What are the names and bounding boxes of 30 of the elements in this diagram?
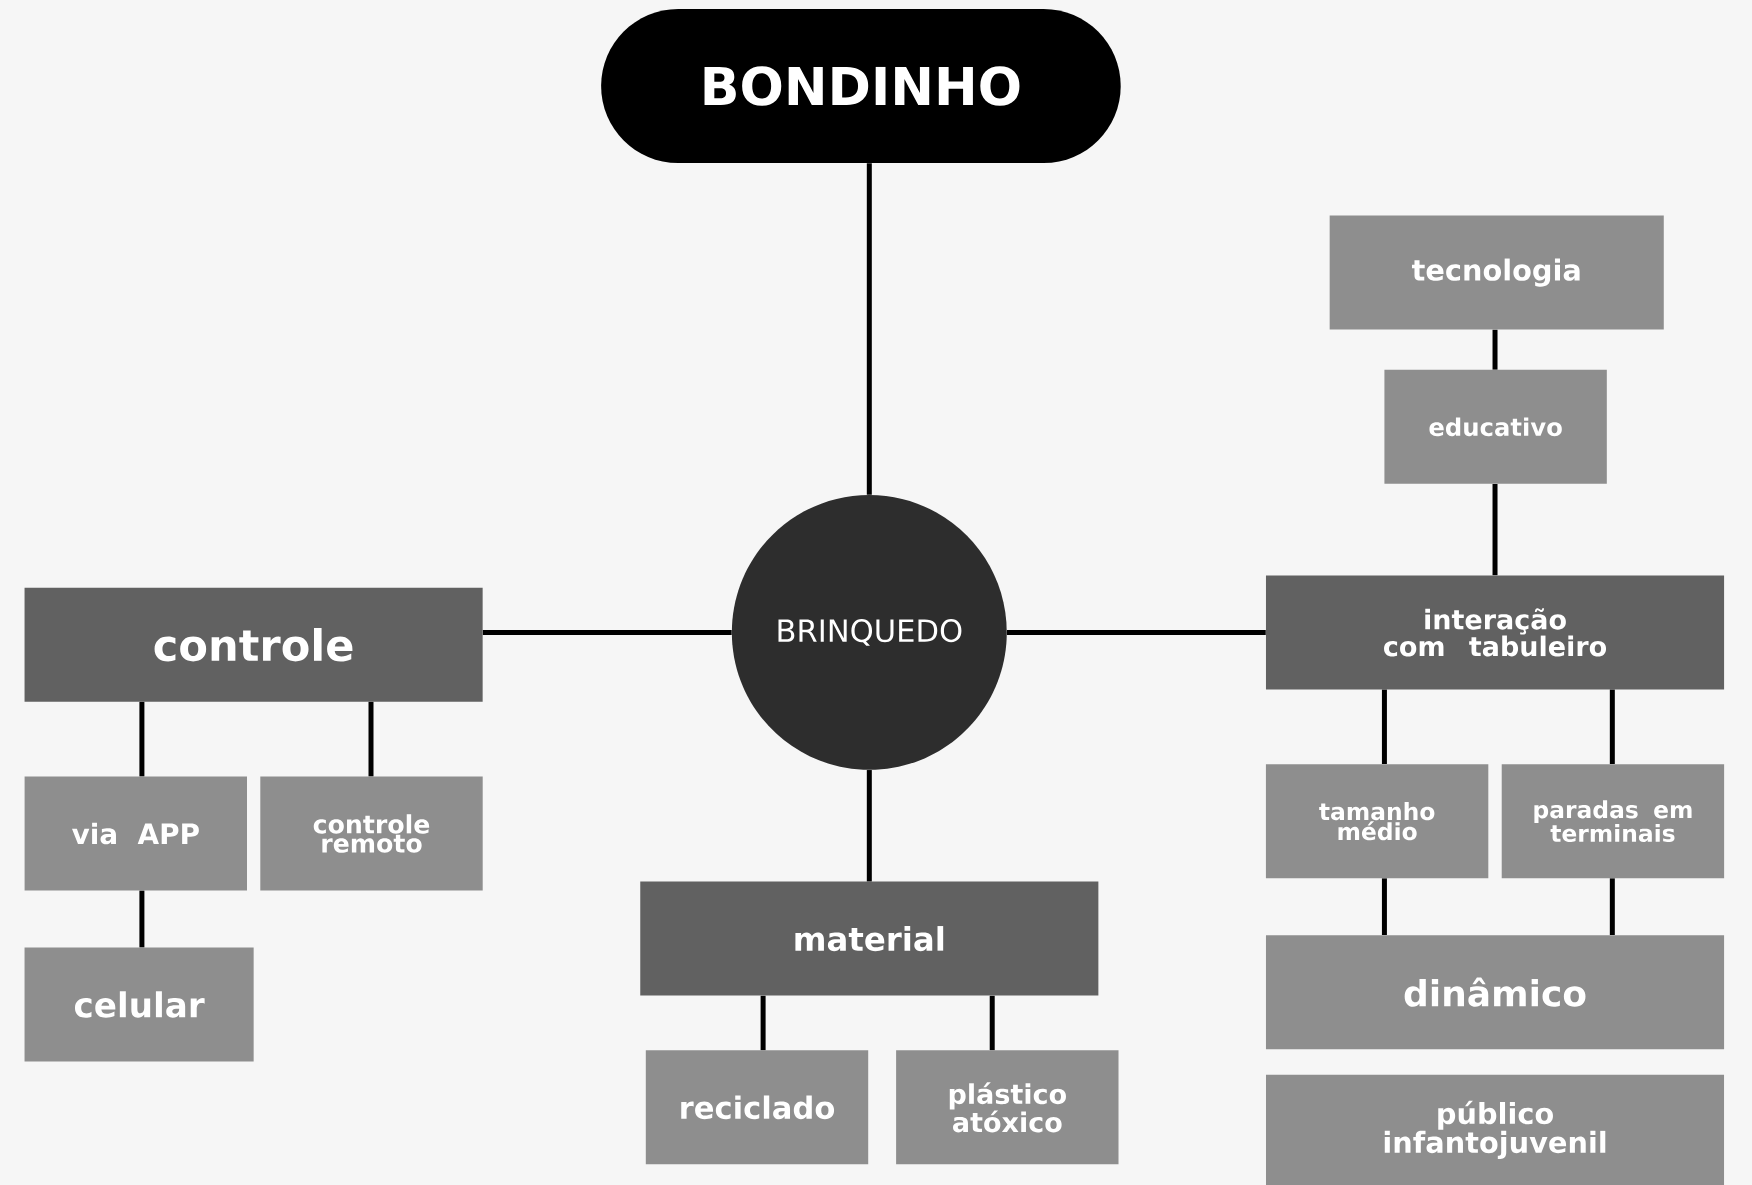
- topic-box: controle: [24, 587, 483, 702]
- connector-line: [1006, 629, 1266, 635]
- connector-line: [368, 701, 374, 777]
- topic-box: tecnologia: [1329, 215, 1664, 330]
- connector-line: [139, 701, 145, 777]
- topic-box: celular: [24, 947, 254, 1062]
- connector-line: [1381, 878, 1387, 935]
- topic-box: plástico atóxico: [896, 1050, 1119, 1165]
- topic-box: interação com tabuleiro: [1265, 575, 1725, 690]
- topic-box: material: [640, 881, 1099, 996]
- topic-box: dinâmico: [1265, 935, 1725, 1050]
- connector-line: [482, 629, 732, 635]
- connector-line: [139, 890, 145, 948]
- connector-line: [866, 770, 872, 882]
- topic-box: controle remoto: [260, 776, 483, 891]
- connector-line: [1492, 329, 1498, 370]
- topic-box: reciclado: [645, 1050, 869, 1165]
- topic-box: paradas em terminais: [1501, 764, 1725, 879]
- connector-line: [1492, 484, 1498, 576]
- title-pill: BONDINHO: [601, 8, 1121, 164]
- connector-line: [1609, 878, 1615, 935]
- topic-box: educativo: [1384, 369, 1607, 484]
- topic-box: público infantojuvenil: [1265, 1074, 1725, 1185]
- topic-box: via APP: [24, 776, 247, 891]
- connector-line: [866, 163, 872, 495]
- connector-line: [760, 995, 766, 1051]
- connector-line: [989, 995, 995, 1051]
- connector-line: [1609, 689, 1615, 764]
- connector-line: [1381, 689, 1387, 764]
- topic-box: tamanho médio: [1265, 764, 1489, 879]
